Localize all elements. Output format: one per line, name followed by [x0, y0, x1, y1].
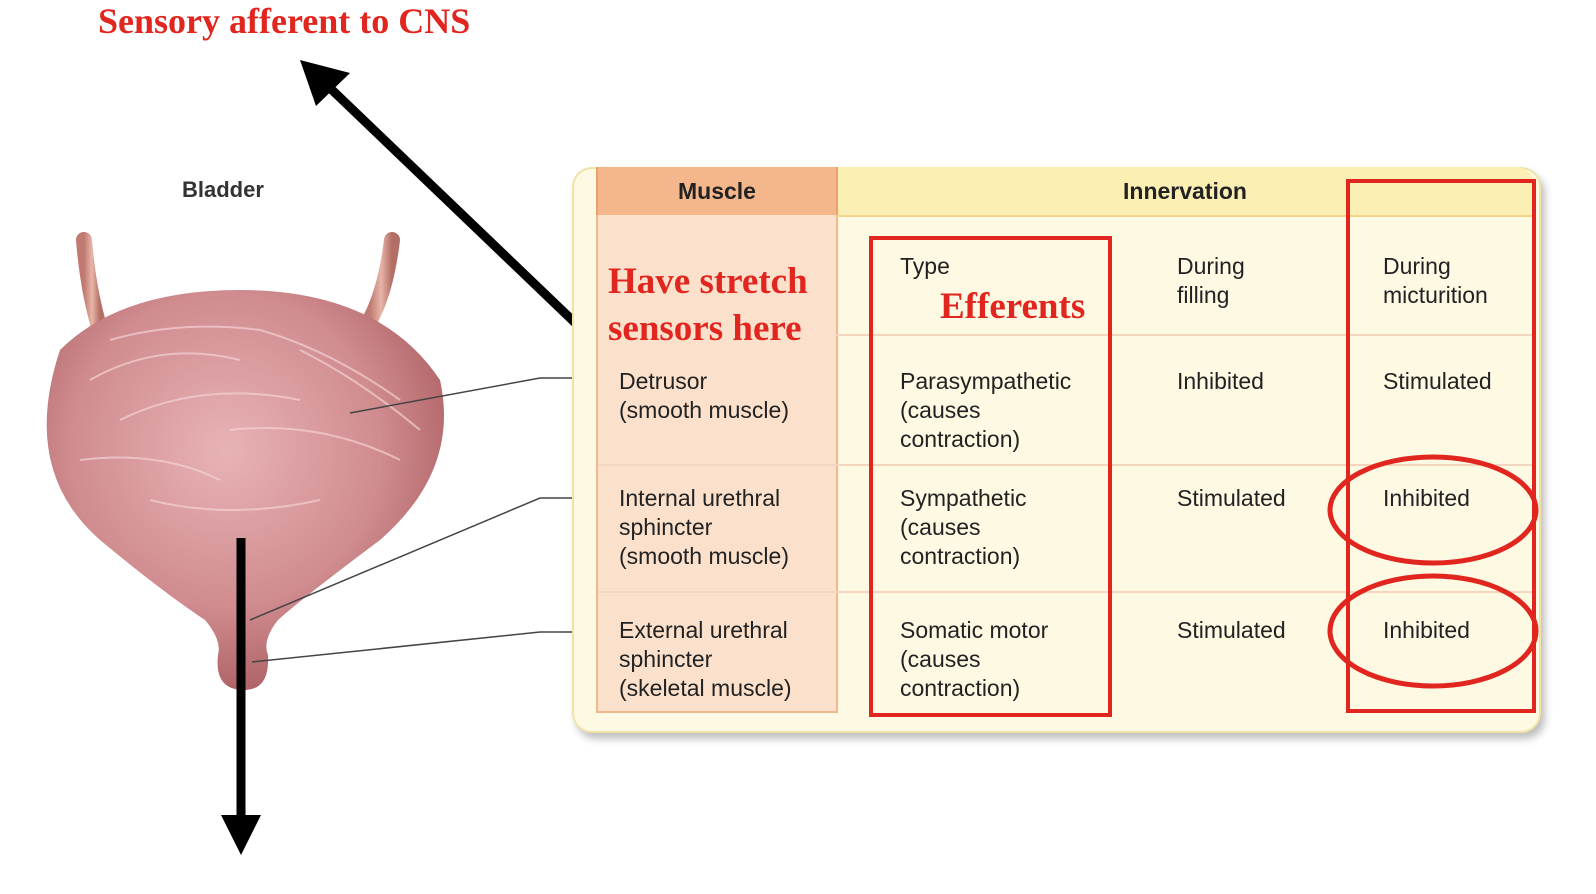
row-divider — [598, 591, 1535, 593]
muscle-cell: Internal urethral sphincter (smooth musc… — [619, 485, 789, 569]
muscle-cell: Detrusor (smooth muscle) — [619, 368, 789, 423]
subheader-micturition: During micturition — [1383, 253, 1488, 308]
innervation-header: Innervation — [1123, 177, 1247, 204]
stretch-sensors-annotation: Have stretch sensors here — [608, 261, 808, 349]
muscle-header: Muscle — [596, 167, 838, 215]
circle-inhibited-external — [1327, 573, 1539, 689]
sensory-afferent-annotation: Sensory afferent to CNS — [98, 1, 471, 41]
type-column-highlight-box — [869, 236, 1112, 717]
micturition-column-highlight-box — [1346, 179, 1536, 713]
filling-cell: Inhibited — [1177, 368, 1264, 394]
muscle-column — [596, 167, 838, 713]
subheader-type: Type — [900, 253, 950, 279]
subheader-filling: During filling — [1177, 253, 1245, 308]
type-cell: Somatic motor (causes contraction) — [900, 617, 1049, 701]
efferents-annotation: Efferents — [940, 286, 1086, 327]
type-cell: Sympathetic (causes contraction) — [900, 485, 1027, 569]
circle-inhibited-internal — [1327, 454, 1539, 566]
micturition-cell: Stimulated — [1383, 368, 1492, 394]
arrowhead-up-left — [300, 60, 350, 106]
bladder-title: Bladder — [182, 177, 264, 202]
innervation-header-band — [835, 167, 1535, 215]
micturition-cell: Inhibited — [1383, 617, 1470, 643]
micturition-cell: Inhibited — [1383, 485, 1470, 511]
arrowhead-down — [221, 815, 261, 855]
row-divider — [598, 464, 1535, 466]
bladder-body — [46, 290, 445, 690]
row-divider — [835, 215, 1535, 217]
filling-cell: Stimulated — [1177, 617, 1286, 643]
muscle-cell: External urethral sphincter (skeletal mu… — [619, 617, 792, 701]
filling-cell: Stimulated — [1177, 485, 1286, 511]
type-cell: Parasympathetic (causes contraction) — [900, 368, 1072, 452]
ureter-right — [362, 232, 400, 328]
row-divider — [835, 334, 1535, 336]
